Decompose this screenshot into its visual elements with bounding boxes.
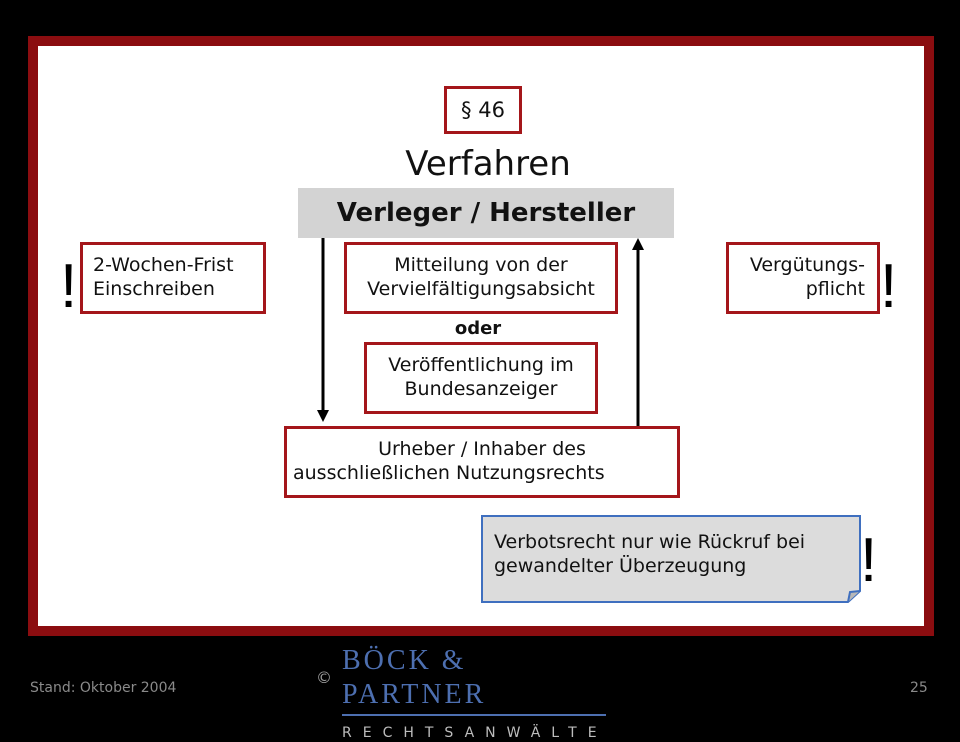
exclamation-right: !: [880, 252, 898, 321]
notification-box: Mitteilung von der Vervielfältigungsabsi…: [344, 242, 618, 314]
deadline-line2: Einschreiben: [93, 278, 215, 300]
note-card-shape: [481, 515, 861, 603]
author-line2: ausschließlichen Nutzungsrechts: [293, 462, 605, 484]
note-line1: Verbotsrecht nur wie Rückruf bei: [494, 531, 806, 553]
arrow-up-icon: [632, 238, 644, 426]
copyright-symbol: ©: [316, 668, 332, 687]
brand-underline: [342, 714, 606, 716]
slide-title: Verfahren: [405, 144, 571, 184]
remuneration-line2: pflicht: [805, 278, 865, 300]
remuneration-line1: Vergütungs-: [749, 254, 865, 276]
remuneration-box: Vergütungs- pflicht: [726, 242, 880, 314]
section-label: § 46: [461, 98, 505, 122]
deadline-line1: 2-Wochen-Frist: [93, 254, 234, 276]
note-line2: gewandelter Überzeugung: [494, 555, 747, 577]
or-label: oder: [454, 318, 502, 339]
author-line1: Urheber / Inhaber des: [378, 438, 586, 460]
arrow-down-icon: [317, 238, 329, 422]
publication-line1: Veröffentlichung im: [388, 354, 574, 376]
section-box: § 46: [444, 86, 522, 134]
deadline-box: 2-Wochen-Frist Einschreiben: [80, 242, 266, 314]
arrows-layer: [317, 238, 861, 603]
author-box: Urheber / Inhaber des ausschließlichen N…: [284, 426, 680, 498]
publication-line2: Bundesanzeiger: [404, 378, 558, 400]
publication-box: Veröffentlichung im Bundesanzeiger: [364, 342, 598, 414]
publisher-label: Verleger / Hersteller: [336, 198, 636, 228]
page-number: 25: [910, 680, 928, 696]
exclamation-left: !: [60, 252, 78, 321]
notification-line2: Vervielfältigungsabsicht: [367, 278, 595, 300]
notification-line1: Mitteilung von der: [394, 254, 568, 276]
publisher-bar: Verleger / Hersteller: [298, 188, 674, 238]
brand-subtitle: RECHTSANWÄLTE: [342, 725, 608, 741]
slide: § 46 Verfahren Verleger / Hersteller ! 2…: [28, 36, 934, 636]
prohibition-note: Verbotsrecht nur wie Rückruf bei gewande…: [494, 530, 854, 578]
brand-logo: BÖCK & PARTNER RECHTSANWÄLTE: [342, 644, 612, 742]
brand-name: BÖCK & PARTNER: [342, 645, 487, 710]
exclamation-note: !: [860, 526, 878, 595]
stand-date: Stand: Oktober 2004: [30, 680, 177, 696]
